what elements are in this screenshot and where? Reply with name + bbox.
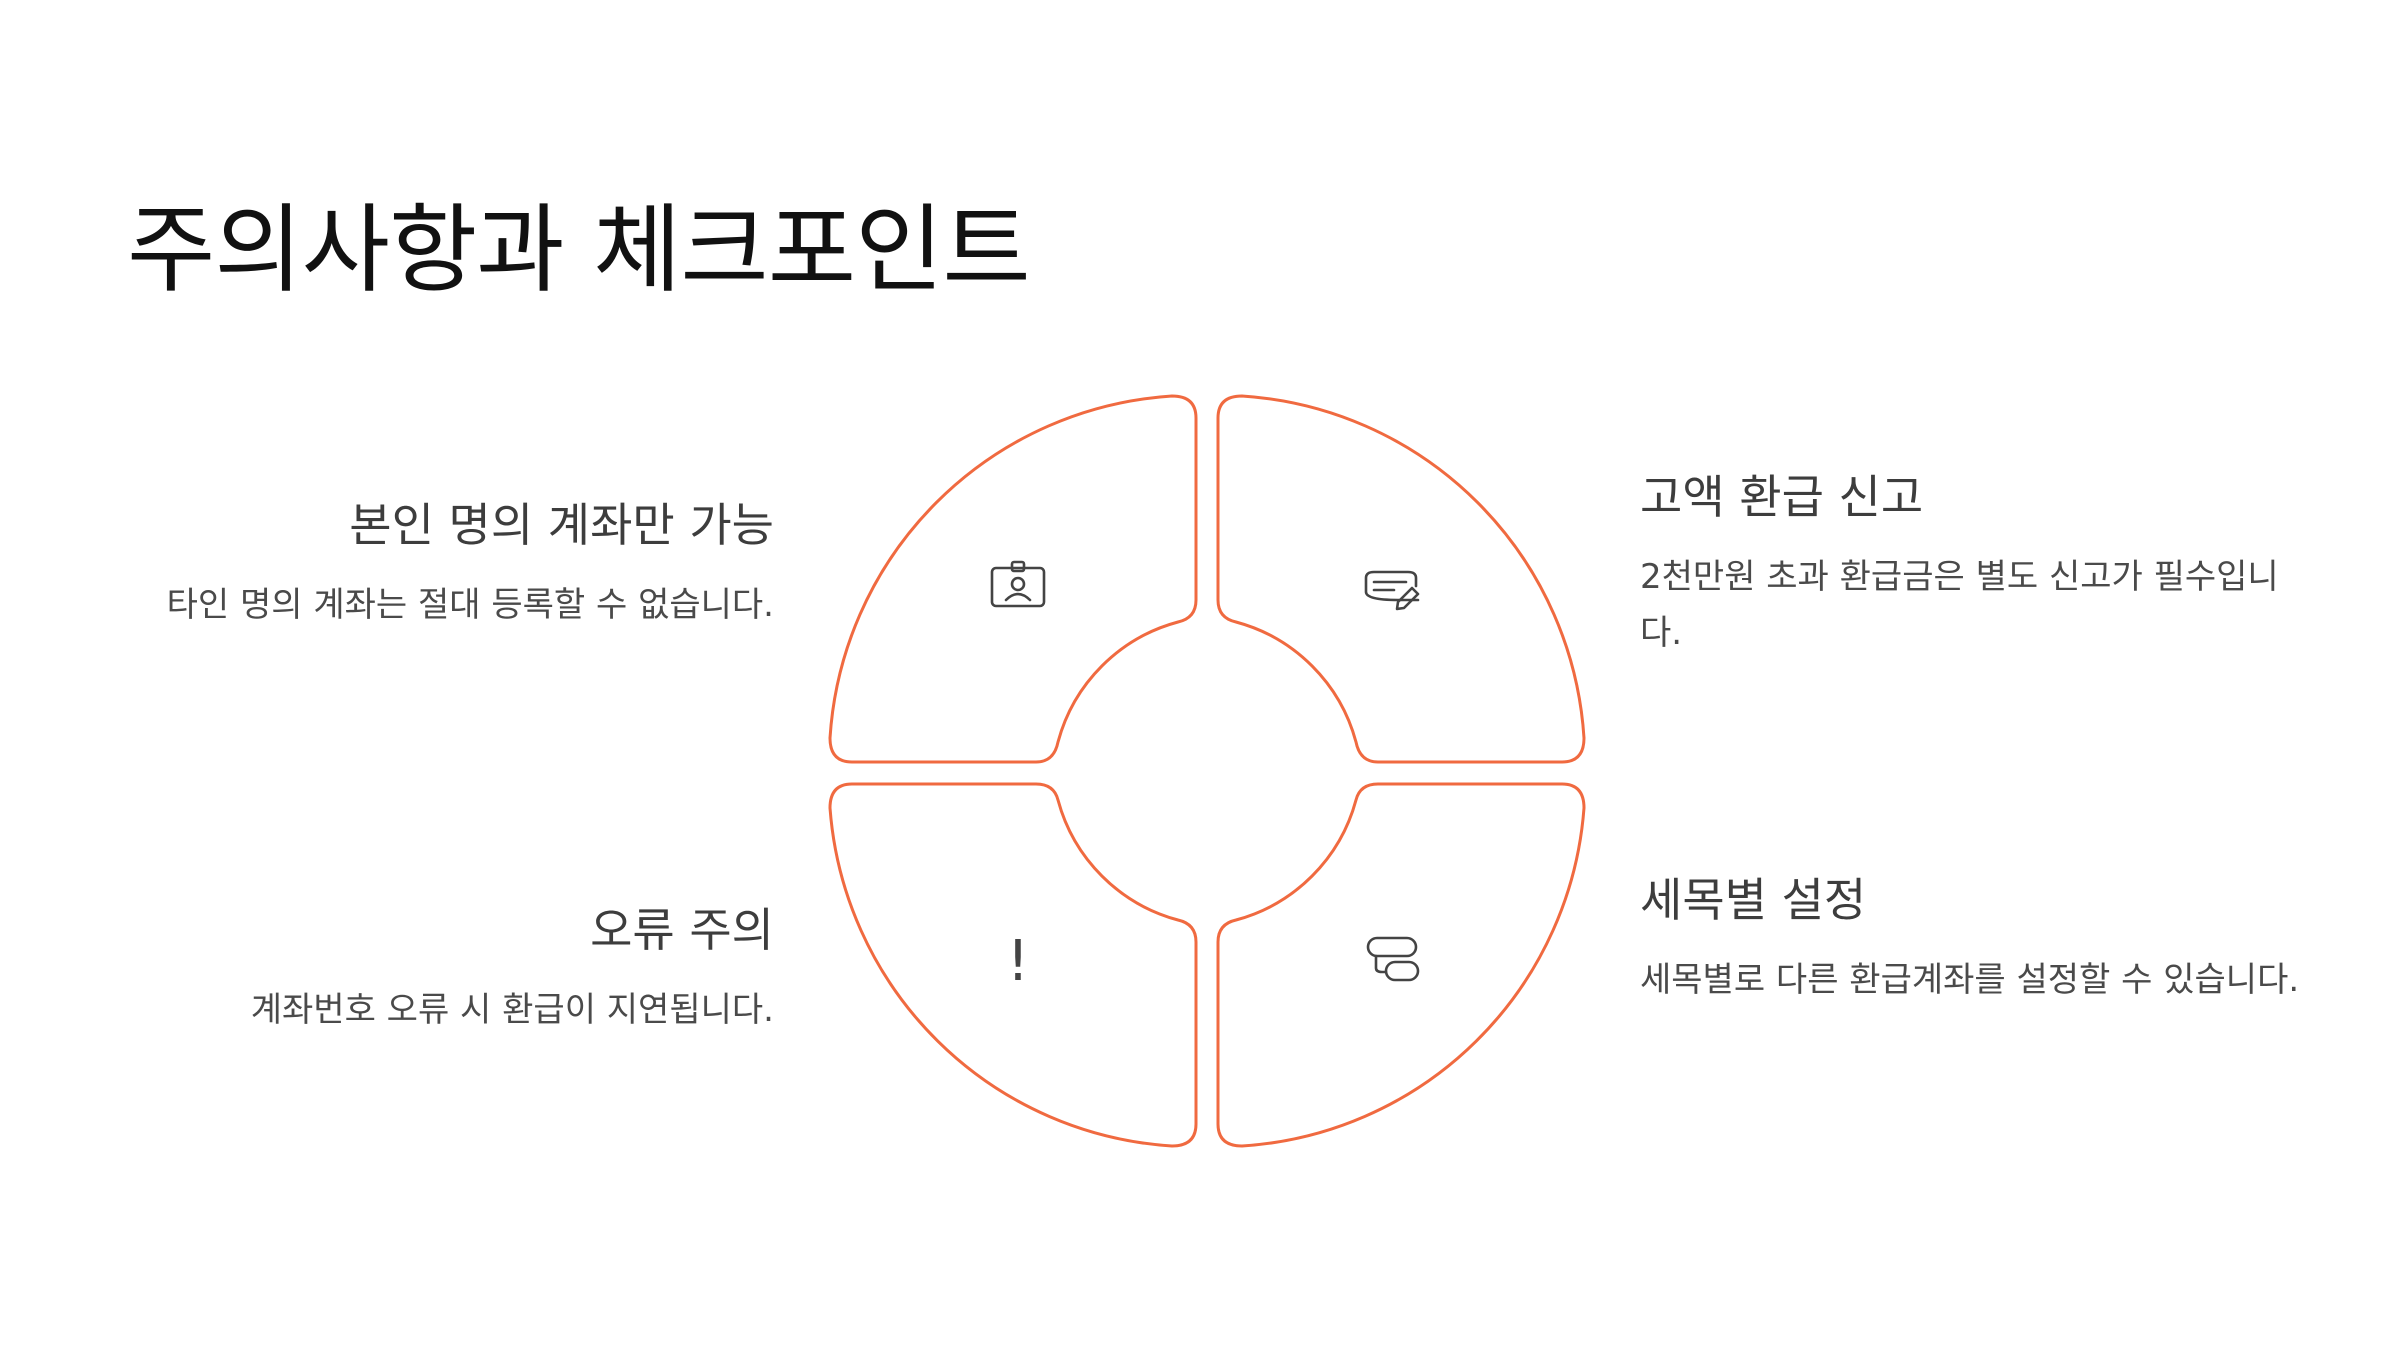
id-badge-icon xyxy=(990,560,1046,608)
settings-toggle-icon xyxy=(1366,936,1420,982)
item-description: 2천만원 초과 환급금은 별도 신고가 필수입니다. xyxy=(1640,557,2279,654)
item-error-caution: 오류 주의 계좌번호 오류 시 환급이 지연됩니다. xyxy=(54,903,774,1038)
item-large-refund: 고액 환급 신고 2천만원 초과 환급금은 별도 신고가 필수입니다. xyxy=(1640,470,2300,661)
quadrant-bottom-right xyxy=(1216,782,1586,1148)
document-edit-icon xyxy=(1364,570,1420,611)
item-description: 세목별로 다른 환급계좌를 설정할 수 있습니다. xyxy=(1640,960,2300,1001)
item-title: 본인 명의 계좌만 가능 xyxy=(349,498,774,552)
quadrant-top-right xyxy=(1216,394,1586,764)
item-own-account: 본인 명의 계좌만 가능 타인 명의 계좌는 절대 등록할 수 없습니다. xyxy=(54,498,774,633)
item-description: 계좌번호 오류 시 환급이 지연됩니다. xyxy=(250,990,774,1031)
exclamation-icon: ! xyxy=(1007,929,1029,994)
item-description: 타인 명의 계좌는 절대 등록할 수 없습니다. xyxy=(166,585,774,626)
item-title: 세목별 설정 xyxy=(1640,873,1867,927)
quadrant-bottom-left xyxy=(828,782,1198,1148)
item-title: 고액 환급 신고 xyxy=(1640,470,1924,524)
item-title: 오류 주의 xyxy=(590,903,774,957)
page-title: 주의사항과 체크포인트 xyxy=(127,194,1031,306)
item-tax-setting: 세목별 설정 세목별로 다른 환급계좌를 설정할 수 있습니다. xyxy=(1640,873,2300,1008)
